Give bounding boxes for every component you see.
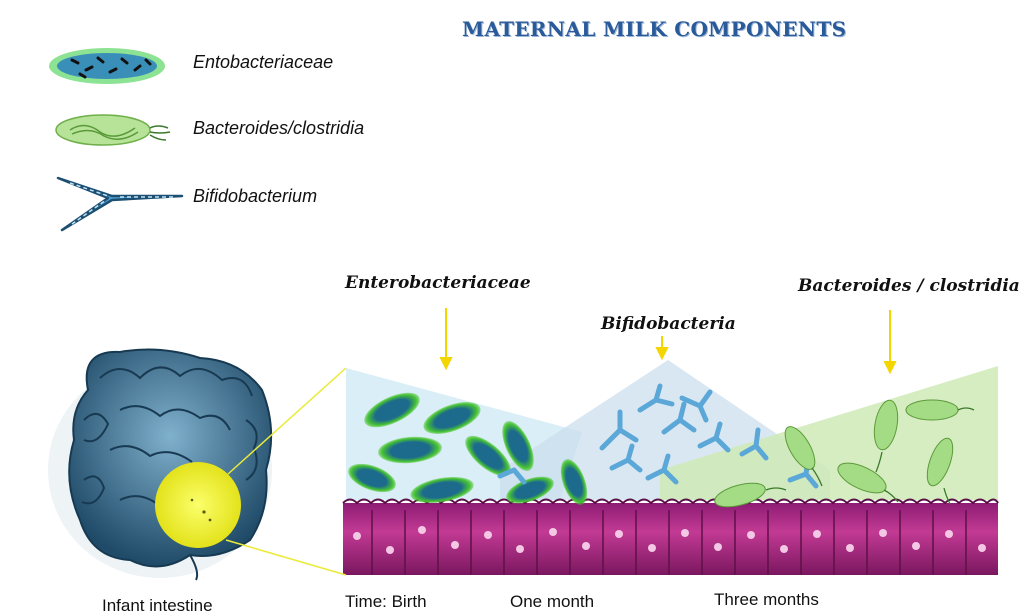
bacteroides-icon [56,115,170,145]
intestinal-epithelium [343,500,998,576]
zoom-lens [155,462,241,548]
enterobacteria-icon [49,48,165,84]
zoom-line-bottom [226,540,346,575]
bifidobacterium-icon [58,178,182,230]
